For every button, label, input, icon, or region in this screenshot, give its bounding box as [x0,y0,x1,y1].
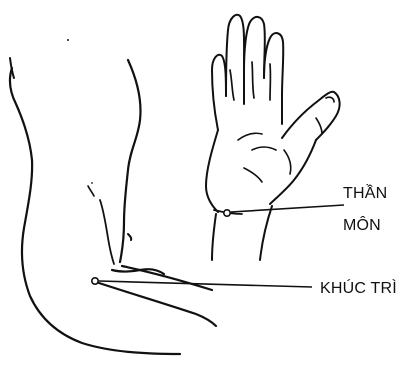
speck-2 [91,182,93,184]
forearm-upper-contour [122,266,212,290]
palm-line-2 [252,147,276,150]
middle-finger [244,17,265,78]
khuc-tri-point [92,278,98,284]
finger-gap-2 [252,62,254,98]
hand-forearm-right [260,206,272,260]
biceps-line [100,200,114,264]
khuc-tri-callout: KHÚC TRÌ [92,278,397,297]
ring-finger [226,15,244,104]
palm-line-4 [284,150,291,174]
palm-radial-edge [270,140,316,204]
arm-outer-contour [10,68,180,354]
speck-1 [67,39,69,41]
arm-inner-contour [120,60,141,262]
khuc-tri-label: KHÚC TRÌ [320,278,397,297]
index-finger [264,33,283,124]
khuc-tri-leader [99,281,312,287]
thumb-nail [326,97,334,102]
than-mon-label-line1: THẦN [343,183,387,202]
thumb [282,92,340,140]
palm-ulnar-edge [206,130,218,212]
thumb-crease [316,118,322,134]
than-mon-point [224,210,230,216]
palm-line-1 [238,133,262,140]
elbow-mark-1 [128,234,131,240]
finger-gap-1 [230,70,234,100]
hand-forearm-left [212,214,216,260]
than-mon-leader [231,205,344,212]
forearm-lower-contour [96,282,216,326]
palm-line-3 [244,168,262,182]
elbow-mark-2 [88,186,94,196]
than-mon-callout: THẦN MÔN [224,183,388,234]
arm-illustration [10,39,216,354]
than-mon-label-line2: MÔN [343,215,381,234]
little-finger [212,55,226,130]
hand-illustration [206,15,340,260]
